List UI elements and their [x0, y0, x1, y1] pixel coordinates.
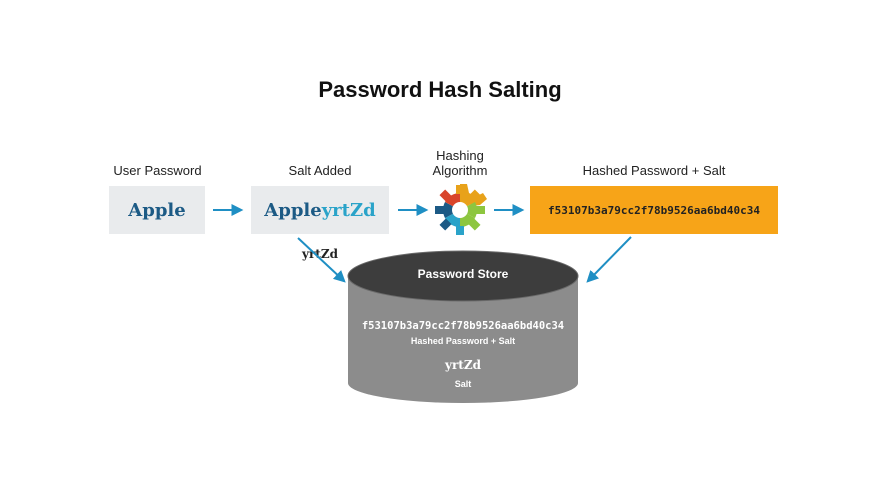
label-algorithm: Algorithm: [432, 163, 488, 178]
database-icon: [347, 250, 579, 403]
store-salt-caption: Salt: [454, 379, 472, 389]
label-salt-added: Salt Added: [288, 163, 352, 178]
hashed-password-box: f53107b3a79cc2f78b9526aa6bd40c34: [530, 186, 778, 234]
store-salt-value: yrtZd: [445, 358, 481, 372]
diagram-title: Password Hash Salting: [318, 77, 562, 102]
salted-password-base: Apple: [264, 199, 322, 221]
store-hash-value: f53107b3a79cc2f78b9526aa6bd40c34: [361, 320, 565, 332]
store-title: Password Store: [417, 267, 509, 281]
label-hashed-password-salt: Hashed Password + Salt: [582, 163, 726, 178]
label-user-password: User Password: [113, 163, 202, 178]
user-password-value: Apple: [128, 199, 186, 221]
label-hashing: Hashing: [436, 148, 484, 163]
store-hash-caption: Hashed Password + Salt: [410, 336, 516, 346]
gear-icon: [435, 184, 487, 235]
salted-password-salt: yrtZd: [321, 199, 376, 221]
user-password-box: Apple: [109, 186, 205, 234]
arrow-down-icon: [586, 236, 632, 283]
arrow-down-icon: [297, 237, 346, 283]
hashed-password-value: f53107b3a79cc2f78b9526aa6bd40c34: [548, 203, 760, 217]
